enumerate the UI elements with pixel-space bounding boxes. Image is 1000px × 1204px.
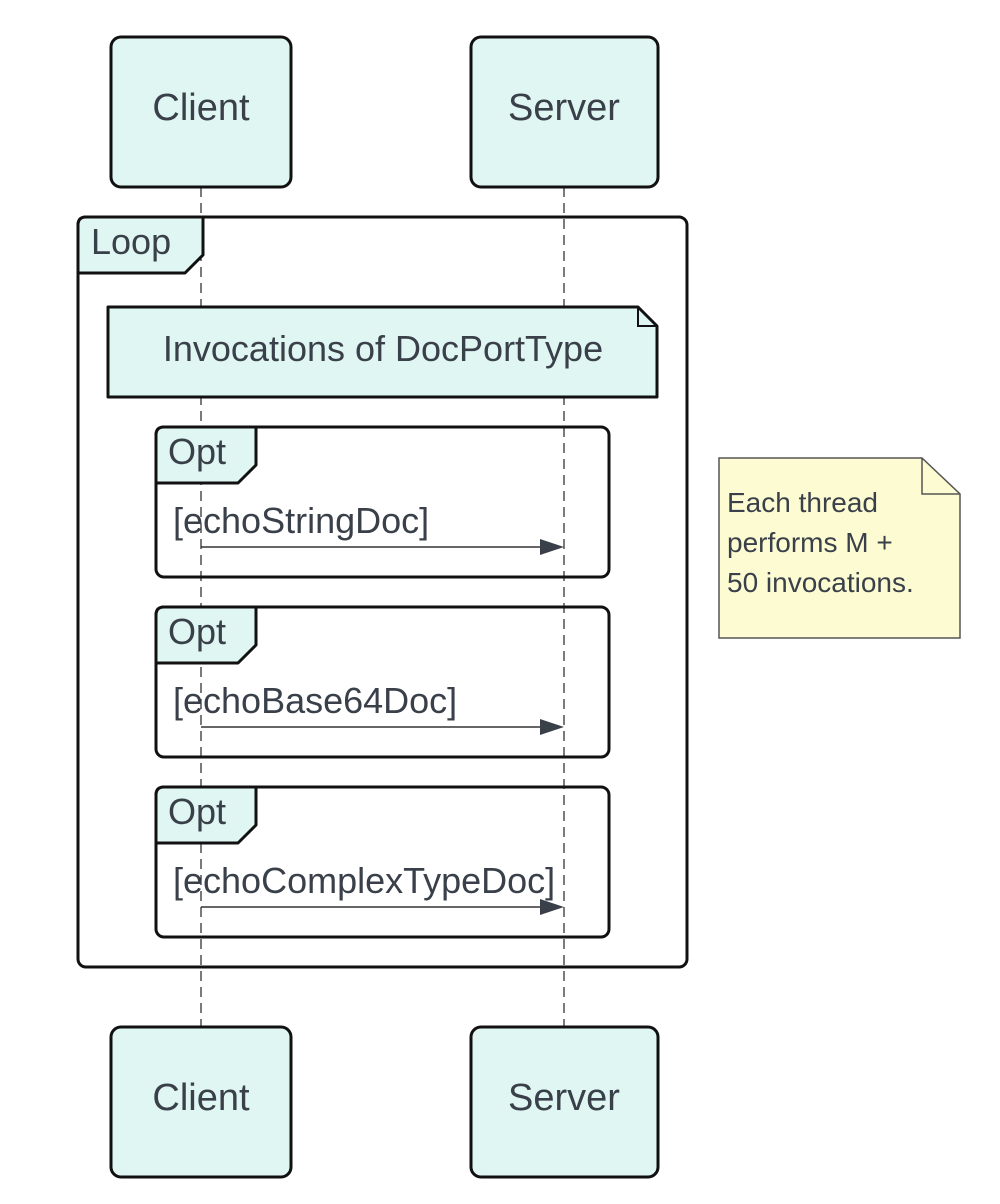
side-note: Each thread performs M + 50 invocations.: [718, 457, 961, 639]
opt-label: Opt: [168, 431, 226, 472]
loop-note-text: Invocations of DocPortType: [163, 328, 603, 369]
arrowhead-icon: [540, 899, 564, 915]
side-note-line: Each thread: [727, 487, 878, 518]
participant-client-top[interactable]: Client: [109, 35, 293, 189]
loop-note: Invocations of DocPortType: [106, 305, 659, 399]
arrowhead-icon: [540, 719, 564, 735]
participant-server-top[interactable]: Server: [469, 35, 660, 189]
arrowhead-icon: [540, 539, 564, 555]
participant-label: Server: [508, 1077, 620, 1119]
participant-label: Client: [152, 1077, 250, 1119]
opt-fragment: Opt [echoBase64Doc]: [154, 605, 611, 759]
loop-label: Loop: [91, 221, 171, 262]
opt-label: Opt: [168, 611, 226, 652]
opt-fragment: Opt [echoComplexTypeDoc]: [154, 785, 611, 939]
opt-label: Opt: [168, 791, 226, 832]
participant-label: Server: [508, 87, 620, 129]
guard-label: [echoComplexTypeDoc]: [173, 860, 555, 901]
side-note-line: performs M +: [727, 527, 893, 558]
opt-fragment: Opt [echoStringDoc]: [154, 425, 611, 579]
side-note-line: 50 invocations.: [727, 567, 914, 598]
loop-fragment: Loop: [76, 215, 689, 969]
participant-client-bottom[interactable]: Client: [109, 1025, 293, 1179]
guard-label: [echoBase64Doc]: [173, 680, 457, 721]
participant-server-bottom[interactable]: Server: [469, 1025, 660, 1179]
participant-label: Client: [152, 87, 250, 129]
guard-label: [echoStringDoc]: [173, 500, 429, 541]
